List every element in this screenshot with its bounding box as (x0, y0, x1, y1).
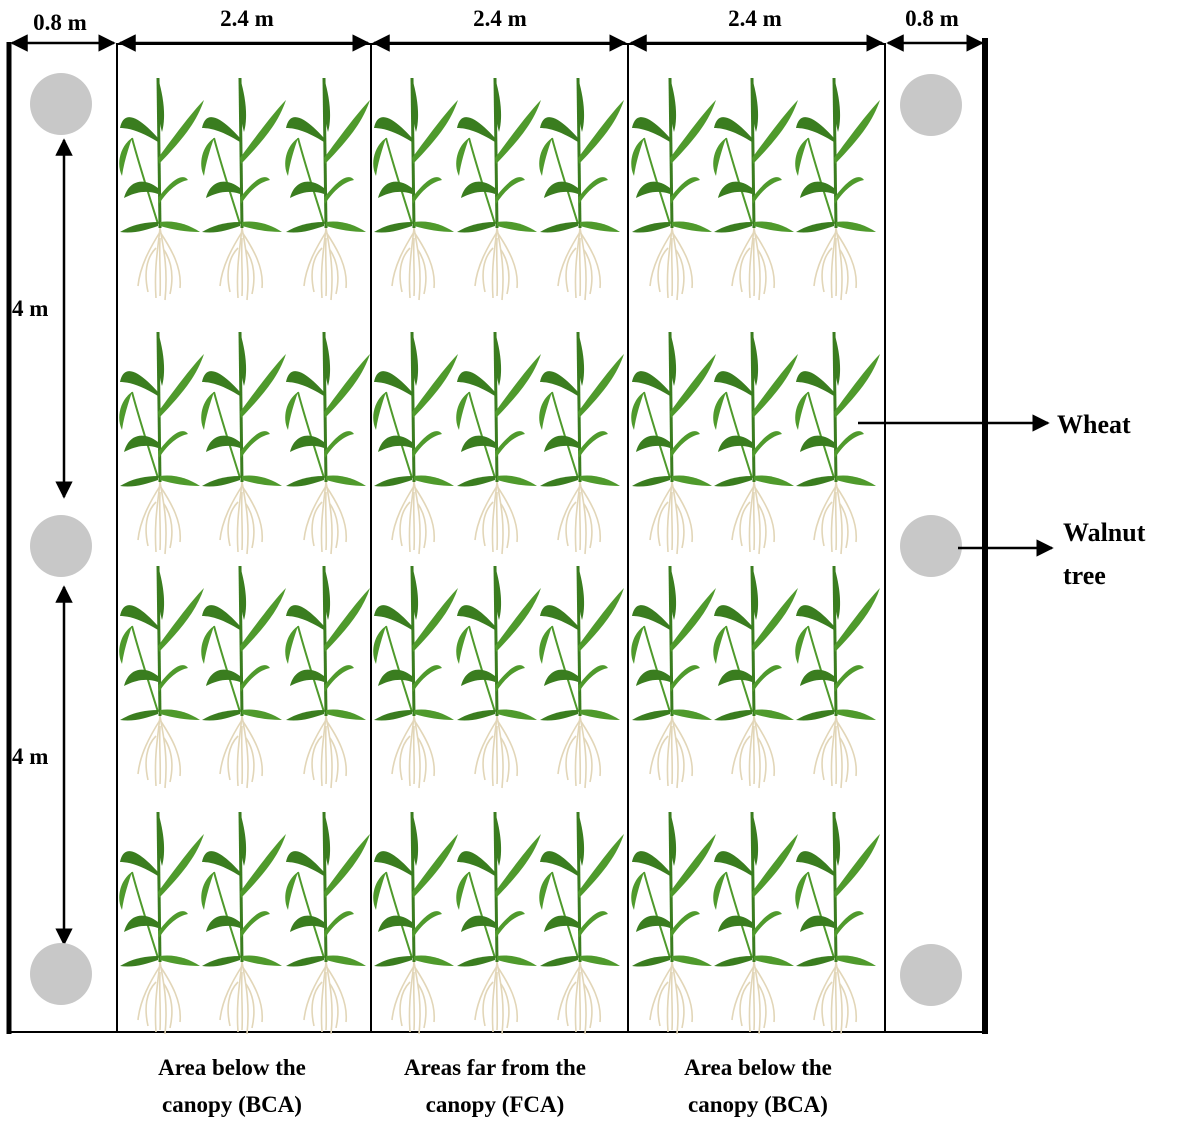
dim-label-bca-left: 2.4 m (220, 6, 274, 31)
walnut-tree-icon (30, 943, 92, 1005)
wheat-plant-icon (373, 565, 458, 789)
wheat-plant-icon (373, 331, 458, 555)
width-dimensions: 0.8 m 2.4 m 2.4 m 2.4 m 0.8 m (10, 6, 984, 52)
zone-captions: Area below the canopy (BCA) Areas far fr… (158, 1055, 832, 1117)
walnut-tree-icon (900, 944, 962, 1006)
wheat-plant-icon (539, 811, 624, 1035)
wheat-plant-icon (631, 811, 716, 1035)
walnut-tree-icon (30, 515, 92, 577)
wheat-plant-icon (713, 811, 798, 1035)
wheat-plant-icon (795, 331, 880, 555)
wheat-plant-icon (285, 565, 370, 789)
wheat-plant-icon (456, 811, 541, 1035)
zone-middle-line1: Areas far from the (404, 1055, 586, 1080)
zone-middle-line2: canopy (FCA) (426, 1092, 565, 1117)
wheat-plant-icon (373, 77, 458, 301)
walnut-tree-icon (30, 73, 92, 135)
wheat-plant-icon (631, 565, 716, 789)
wheat-plant-icon (456, 565, 541, 789)
wheat-plant-icon (456, 331, 541, 555)
wheat-plant-icon (539, 77, 624, 301)
zone-left-line1: Area below the (158, 1055, 306, 1080)
wheat-plant-icon (456, 77, 541, 301)
walnut-trees (30, 73, 962, 1006)
wheat-plant-icon (713, 331, 798, 555)
walnut-label-line1: Walnut (1063, 518, 1146, 547)
zone-left-line2: canopy (BCA) (162, 1092, 302, 1117)
dim-label-right-strip: 0.8 m (905, 6, 959, 31)
dim-label-bca-right: 2.4 m (728, 6, 782, 31)
spacing-label-lower: 4 m (12, 744, 48, 769)
wheat-plant-icon (285, 811, 370, 1035)
wheat-plant-icon (119, 331, 204, 555)
wheat-plant-icon (539, 565, 624, 789)
wheat-plant-icon (539, 331, 624, 555)
wheat-plant-icon (713, 565, 798, 789)
wheat-label: Wheat (1057, 410, 1131, 439)
dim-label-fca: 2.4 m (473, 6, 527, 31)
walnut-label-line2: tree (1063, 561, 1106, 590)
wheat-plant-icon (201, 565, 286, 789)
wheat-plant-icon (201, 331, 286, 555)
wheat-plant-icon (119, 811, 204, 1035)
wheat-plant-icon (373, 811, 458, 1035)
wheat-plant-icon (285, 331, 370, 555)
wheat-plant-icon (795, 77, 880, 301)
wheat-plant-icon (713, 77, 798, 301)
wheat-plant-icon (631, 77, 716, 301)
zone-right-line1: Area below the (684, 1055, 832, 1080)
dim-label-left-strip: 0.8 m (33, 10, 87, 35)
wheat-plant-icon (285, 77, 370, 301)
spacing-label-upper: 4 m (12, 296, 48, 321)
wheat-plant-icon (201, 811, 286, 1035)
wheat-plant-icon (631, 331, 716, 555)
wheat-plant-icon (795, 811, 880, 1035)
wheat-plant-icon (795, 565, 880, 789)
wheat-plant-icon (201, 77, 286, 301)
walnut-tree-icon (900, 515, 962, 577)
walnut-tree-icon (900, 74, 962, 136)
legend-callouts: Wheat Walnut tree (858, 410, 1146, 590)
wheat-plant-icon (119, 565, 204, 789)
wheat-plant-icon (119, 77, 204, 301)
field-boundaries (6, 38, 988, 1034)
zone-right-line2: canopy (BCA) (688, 1092, 828, 1117)
wheat-plants (119, 77, 880, 1035)
tree-spacing-dimensions: 4 m 4 m (12, 138, 73, 946)
